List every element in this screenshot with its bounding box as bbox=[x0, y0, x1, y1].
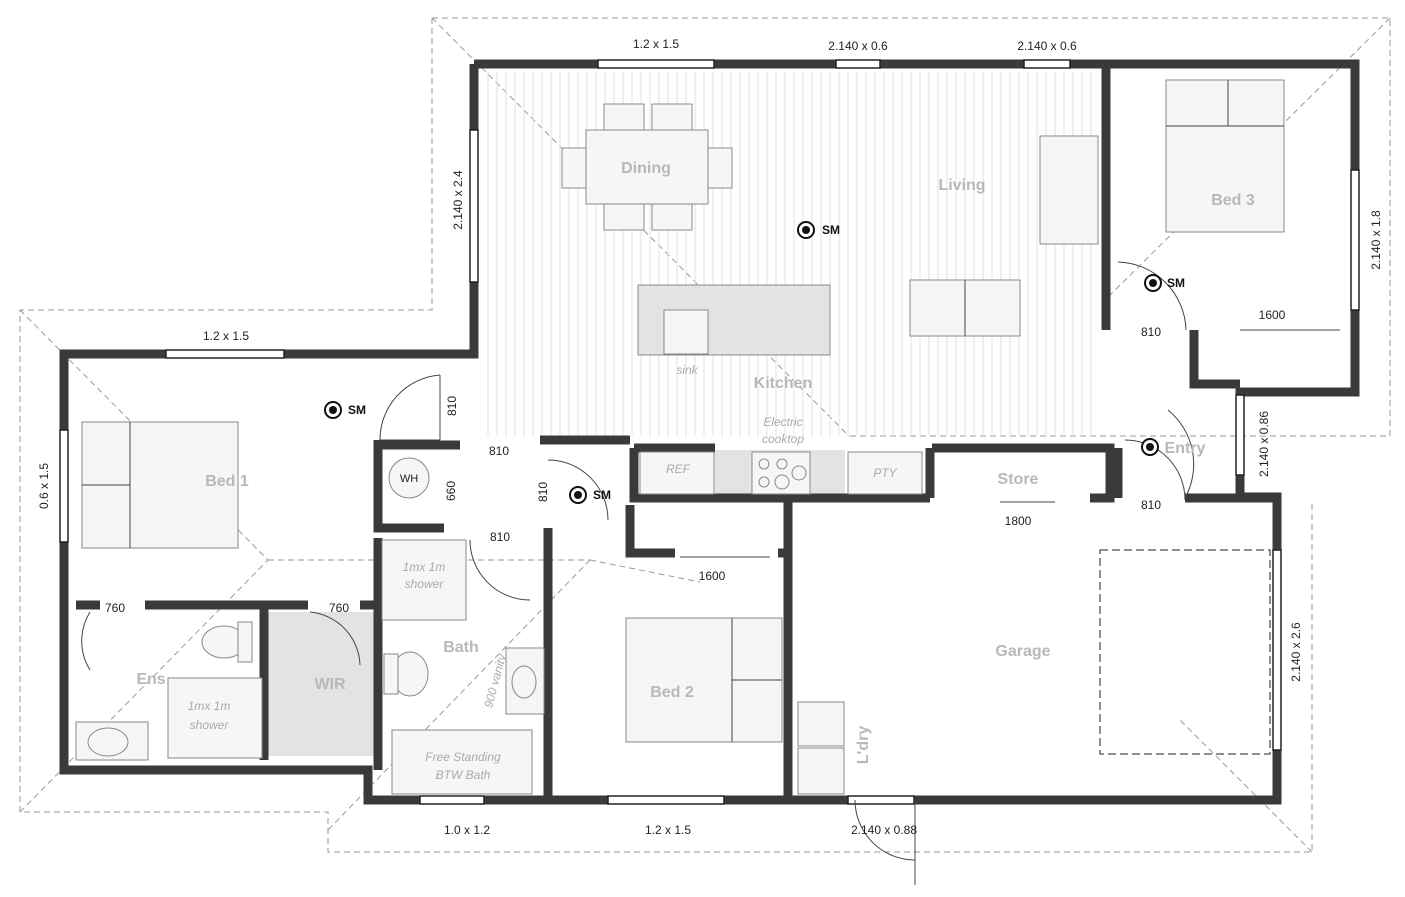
window-dim: 1.2 x 1.5 bbox=[645, 823, 691, 837]
door-dim: 810 bbox=[445, 396, 459, 416]
room-bed1: Bed 1 bbox=[205, 473, 249, 490]
door-dim: 660 bbox=[444, 481, 458, 501]
window-dim: 1.2 x 1.5 bbox=[203, 329, 249, 343]
window-dim: 1.0 x 1.2 bbox=[444, 823, 490, 837]
window-dim: 2.140 x 0.86 bbox=[1257, 411, 1271, 477]
sink-label: sink bbox=[676, 363, 698, 377]
smoke-alarm-label: SM bbox=[1167, 276, 1185, 290]
shower-label: shower bbox=[405, 577, 445, 591]
smoke-alarm-label: SM bbox=[593, 488, 611, 502]
windows bbox=[59, 59, 1360, 805]
door-dim: 1800 bbox=[1005, 514, 1032, 528]
room-living: Living bbox=[938, 177, 985, 194]
walls bbox=[59, 59, 1360, 805]
room-store: Store bbox=[998, 471, 1039, 488]
room-laundry: L'dry bbox=[855, 726, 872, 765]
window-dim: 2.140 x 2.6 bbox=[1289, 622, 1303, 682]
door-dim: 810 bbox=[536, 482, 550, 502]
smoke-alarm-label: SM bbox=[822, 223, 840, 237]
room-kitchen: Kitchen bbox=[754, 375, 813, 392]
door-dim: 810 bbox=[489, 444, 509, 458]
doors bbox=[81, 261, 1340, 885]
window-dim: 2.140 x 1.8 bbox=[1369, 210, 1383, 270]
smoke-alarms: SM SM SM SM bbox=[324, 221, 1185, 504]
door-dim: 760 bbox=[105, 601, 125, 615]
door-dim: 810 bbox=[1141, 498, 1161, 512]
room-wir: WIR bbox=[314, 676, 346, 693]
room-garage: Garage bbox=[995, 643, 1050, 660]
window-dim: 1.2 x 1.5 bbox=[633, 37, 679, 51]
cooktop-label: cooktop bbox=[762, 432, 804, 446]
door-dimensions: 810 810 810 810 660 760 760 810 1600 810… bbox=[105, 308, 1286, 615]
door-dim: 1600 bbox=[699, 569, 726, 583]
door-dim: 810 bbox=[490, 530, 510, 544]
furniture bbox=[75, 79, 1285, 795]
bath-tub-label: Free Standing bbox=[425, 750, 501, 764]
window-dim: 2.140 x 0.6 bbox=[828, 39, 888, 53]
water-heater-label: WH bbox=[400, 473, 418, 485]
pantry-label: PTY bbox=[873, 466, 897, 480]
window-dim: 2.140 x 0.88 bbox=[851, 823, 917, 837]
room-bed3: Bed 3 bbox=[1211, 192, 1255, 209]
shower-label: 1mx 1m bbox=[403, 560, 446, 574]
room-bed2: Bed 2 bbox=[650, 684, 694, 701]
bath-tub-label: BTW Bath bbox=[436, 768, 491, 782]
wir-shelving bbox=[268, 612, 374, 756]
shower-label: 1mx 1m bbox=[188, 699, 231, 713]
window-dimensions: 1.2 x 1.5 2.140 x 0.6 2.140 x 0.6 2.140 … bbox=[37, 37, 1383, 837]
smoke-alarm-label: SM bbox=[348, 403, 366, 417]
fridge-label: REF bbox=[666, 462, 691, 476]
room-ens: Ens bbox=[136, 671, 165, 688]
door-dim: 760 bbox=[329, 601, 349, 615]
door-dim: 810 bbox=[1141, 325, 1161, 339]
window-dim: 2.140 x 0.6 bbox=[1017, 39, 1077, 53]
window-dim: 0.6 x 1.5 bbox=[37, 463, 51, 509]
window-dim: 2.140 x 2.4 bbox=[451, 170, 465, 230]
vanity-label: 900 vanity bbox=[481, 652, 509, 709]
room-dining: Dining bbox=[621, 160, 671, 177]
shower-label: shower bbox=[190, 718, 230, 732]
room-bath: Bath bbox=[443, 639, 479, 656]
room-labels: Dining Living Bed 3 Bed 1 Kitchen Entry … bbox=[136, 160, 1255, 764]
room-entry: Entry bbox=[1165, 440, 1206, 457]
cooktop-label: Electric bbox=[763, 415, 802, 429]
door-dim: 1600 bbox=[1259, 308, 1286, 322]
